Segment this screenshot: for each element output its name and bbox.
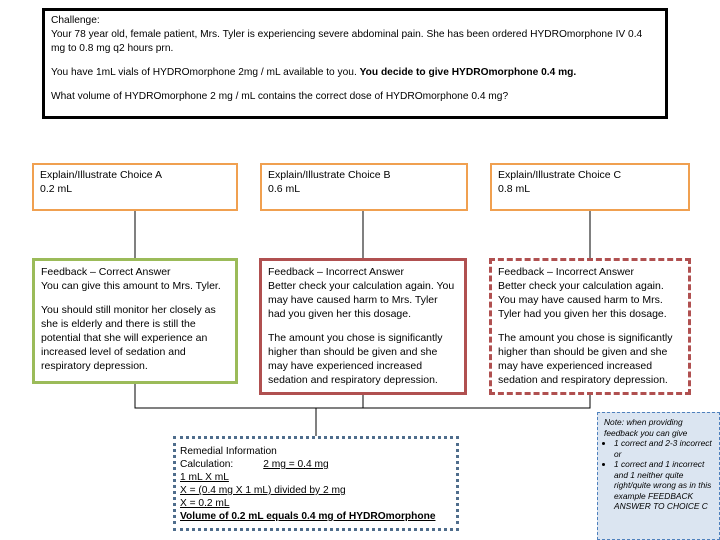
choice-c-title: Explain/Illustrate Choice C xyxy=(498,169,622,181)
feedback-c-text1: Better check your calculation again. You… xyxy=(498,280,667,320)
choice-a-value: 0.2 mL xyxy=(40,183,73,195)
challenge-question: What volume of HYDROmorphone 2 mg / mL c… xyxy=(51,91,509,102)
feedback-b-text2: The amount you chose is significantly hi… xyxy=(268,332,443,386)
feedback-b-text1: Better check your calculation again. You… xyxy=(268,280,455,320)
choice-a-box[interactable]: Explain/Illustrate Choice A 0.2 mL xyxy=(32,163,238,211)
remedial-result: Volume of 0.2 mL equals 0.4 mg of HYDROm… xyxy=(180,511,436,522)
remedial-calc-row: Calculation: 2 mg = 0.4 mg xyxy=(180,458,452,471)
choice-c-value: 0.8 mL xyxy=(498,183,531,195)
feedback-a-box: Feedback – Correct Answer You can give t… xyxy=(32,258,238,384)
remedial-title: Remedial Information xyxy=(180,446,277,457)
note-bullet-2: 1 correct and 1 incorrect and 1 neither … xyxy=(614,459,713,512)
remedial-step1: X = (0.4 mg X 1 mL) divided by 2 mg xyxy=(180,485,346,496)
feedback-c-box: Feedback – Incorrect Answer Better check… xyxy=(489,258,691,395)
challenge-decision: You decide to give HYDROmorphone 0.4 mg. xyxy=(359,67,577,78)
connector-feedback-c-to-remedial xyxy=(316,395,591,409)
choice-b-box[interactable]: Explain/Illustrate Choice B 0.6 mL xyxy=(260,163,468,211)
feedback-b-title: Feedback – Incorrect Answer xyxy=(268,266,404,278)
remedial-calc-numerator: 2 mg = 0.4 mg xyxy=(263,459,329,470)
remedial-box: Remedial Information Calculation: 2 mg = … xyxy=(173,436,459,531)
feedback-c-title: Feedback – Incorrect Answer xyxy=(498,266,634,278)
challenge-vials-text: You have 1mL vials of HYDROmorphone 2mg … xyxy=(51,67,360,78)
note-list: 1 correct and 2-3 incorrect or 1 correct… xyxy=(604,438,713,512)
challenge-box: Challenge: Your 78 year old, female pati… xyxy=(42,8,668,119)
challenge-scenario: Your 78 year old, female patient, Mrs. T… xyxy=(51,29,643,54)
feedback-a-text2: You should still monitor her closely as … xyxy=(41,304,216,372)
choice-b-value: 0.6 mL xyxy=(268,183,301,195)
challenge-vials: You have 1mL vials of HYDROmorphone 2mg … xyxy=(51,66,659,80)
remedial-step2: X = 0.2 mL xyxy=(180,498,230,509)
choice-b-title: Explain/Illustrate Choice B xyxy=(268,169,391,181)
choice-a-title: Explain/Illustrate Choice A xyxy=(40,169,162,181)
choice-c-box[interactable]: Explain/Illustrate Choice C 0.8 mL xyxy=(490,163,690,211)
feedback-b-box: Feedback – Incorrect Answer Better check… xyxy=(259,258,467,395)
note-callout: Note: when providing feedback you can gi… xyxy=(597,412,720,540)
feedback-a-title: Feedback – Correct Answer xyxy=(41,266,171,278)
feedback-a-text1: You can give this amount to Mrs. Tyler. xyxy=(41,280,221,292)
challenge-heading: Challenge: xyxy=(51,15,100,26)
note-intro: Note: when providing feedback you can gi… xyxy=(604,417,688,438)
feedback-c-text2: The amount you chose is significantly hi… xyxy=(498,332,673,386)
note-bullet-1: 1 correct and 2-3 incorrect or xyxy=(614,438,713,459)
connector-feedback-a-to-remedial xyxy=(134,384,317,436)
remedial-calc-label: Calculation: xyxy=(180,459,234,470)
remedial-calc-denominator: 1 mL X mL xyxy=(180,472,229,483)
